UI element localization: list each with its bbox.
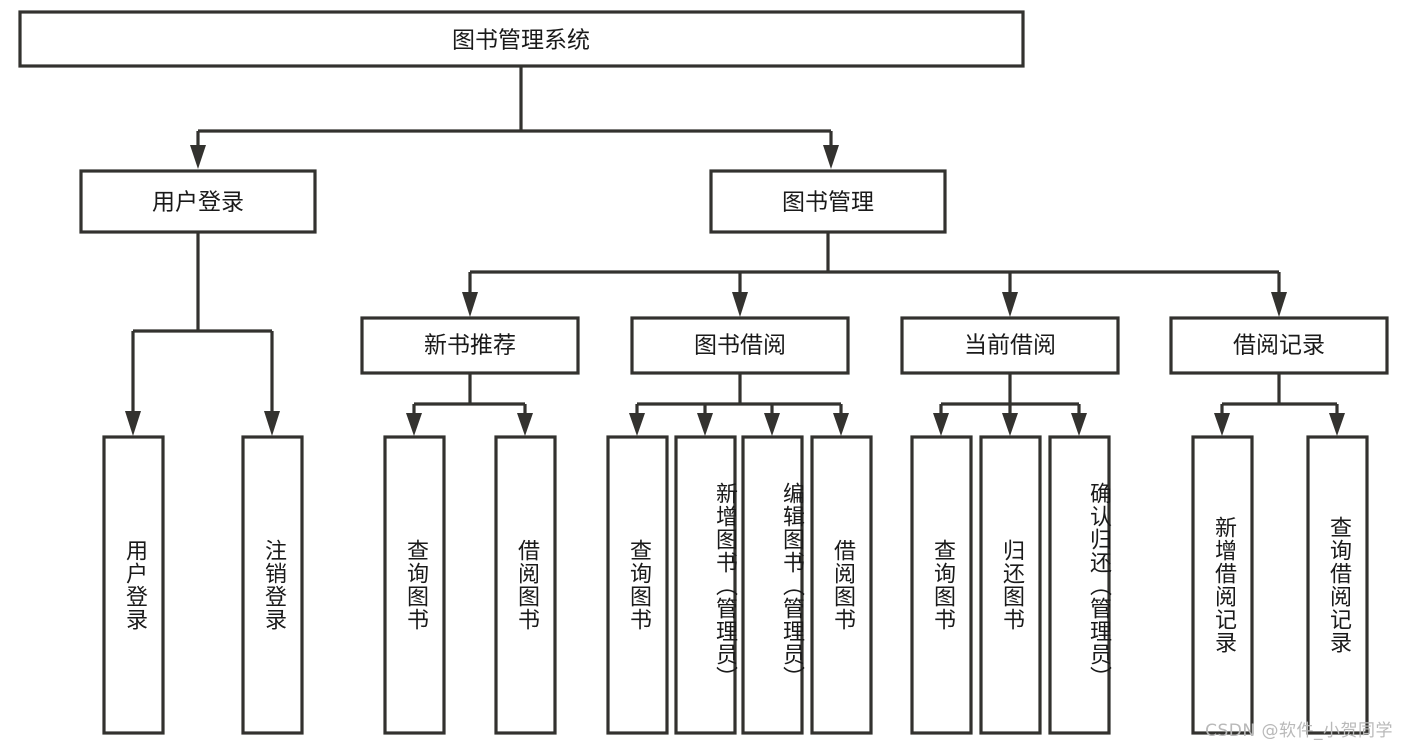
- node-book-management[interactable]: 图书管理: [709, 169, 947, 234]
- node-label-book-management: 图书管理: [782, 190, 874, 216]
- leaf-box-edit-book[interactable]: [741, 435, 804, 735]
- leaf-box-query-book-1[interactable]: [383, 435, 446, 735]
- leaf-box-borrow-book-1[interactable]: [494, 435, 557, 735]
- connector-book-management-to-level3: [462, 232, 1287, 317]
- arrow-head-new-book-recommend: [462, 292, 478, 317]
- connector-borrow-record-to-leaves: [1214, 373, 1345, 436]
- arrow-head-book-management: [823, 145, 839, 169]
- node-label-user-login: 用户登录: [152, 190, 244, 216]
- arrow-head-current-borrow: [1002, 292, 1018, 317]
- leaf-box-borrow-book-2[interactable]: [810, 435, 873, 735]
- leaf-box-add-record[interactable]: [1191, 435, 1254, 735]
- node-current-borrow[interactable]: 当前借阅: [900, 316, 1120, 375]
- connector-user-login-to-leaves: [125, 232, 280, 436]
- node-box-new-book-recommend: [360, 316, 580, 375]
- leaf-box-return-book[interactable]: [979, 435, 1042, 735]
- watermark-text: CSDN @软件_小贺同学: [1205, 721, 1393, 741]
- arrow-head-user-login: [190, 145, 206, 169]
- arrow-head-leaf-logout-login: [264, 411, 280, 436]
- node-label-borrow-record: 借阅记录: [1233, 333, 1325, 359]
- node-box-root: [18, 10, 1025, 68]
- node-box-current-borrow: [900, 316, 1120, 375]
- node-label-root: 图书管理系统: [452, 28, 590, 54]
- node-book-borrow[interactable]: 图书借阅: [630, 316, 850, 375]
- node-borrow-record[interactable]: 借阅记录: [1169, 316, 1389, 375]
- node-label-new-book-recommend: 新书推荐: [424, 333, 516, 359]
- leaf-box-logout-login[interactable]: [241, 435, 304, 735]
- arrow-head-borrow-record: [1271, 292, 1287, 317]
- node-label-current-borrow: 当前借阅: [964, 333, 1056, 359]
- node-user-login[interactable]: 用户登录: [79, 169, 317, 234]
- leaf-box-query-book-2[interactable]: [606, 435, 669, 735]
- connector-root-to-level2: [190, 66, 839, 169]
- leaf-box-query-record[interactable]: [1306, 435, 1369, 735]
- node-book-management-system[interactable]: 图书管理系统: [18, 10, 1025, 68]
- leaf-box-query-book-3[interactable]: [910, 435, 973, 735]
- arrow-head-book-borrow: [732, 292, 748, 317]
- leaf-box-confirm-return[interactable]: [1048, 435, 1111, 735]
- leaf-box-user-login[interactable]: [102, 435, 165, 735]
- connector-new-book-recommend-to-leaves: [406, 373, 533, 436]
- leaf-box-add-book[interactable]: [674, 435, 737, 735]
- connector-current-borrow-to-leaves: [933, 373, 1087, 436]
- node-new-book-recommend[interactable]: 新书推荐: [360, 316, 580, 375]
- node-box-user-login: [79, 169, 317, 234]
- node-label-book-borrow: 图书借阅: [694, 333, 786, 359]
- connector-book-borrow-to-leaves: [629, 373, 849, 436]
- arrow-head-leaf-user-login: [125, 411, 141, 436]
